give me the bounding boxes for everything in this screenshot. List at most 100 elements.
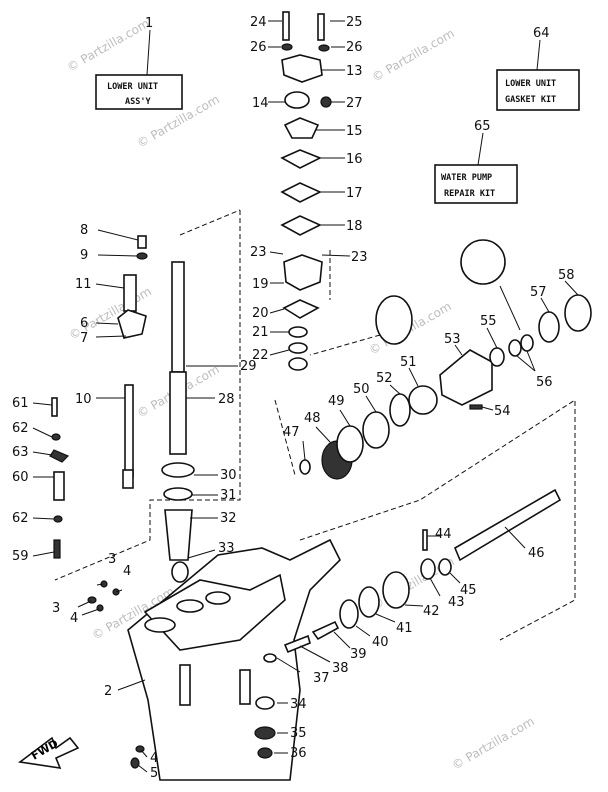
washer-26b bbox=[318, 44, 330, 52]
fwd-arrow-icon: FWD bbox=[17, 736, 80, 769]
callout-54: 54 bbox=[494, 404, 511, 419]
part-60 bbox=[53, 471, 65, 501]
callout-leaders bbox=[32, 20, 579, 773]
callout-56: 56 bbox=[536, 375, 553, 390]
pump-base-19 bbox=[283, 254, 323, 291]
water-pump-stack bbox=[280, 11, 332, 371]
shift-rod-10 bbox=[124, 384, 134, 478]
callout-26: 26 bbox=[346, 40, 363, 55]
watermark-text: © Partzilla.com bbox=[370, 26, 457, 84]
callout-9: 9 bbox=[80, 248, 88, 263]
callout-45: 45 bbox=[460, 583, 477, 598]
box-line-2: GASKET KIT bbox=[505, 95, 556, 105]
drain-plugs bbox=[254, 696, 276, 759]
gasket-kit-box: 64 LOWER UNIT GASKET KIT bbox=[496, 26, 580, 111]
left-parts-column bbox=[49, 397, 70, 559]
box-line-2: ASS'Y bbox=[125, 97, 151, 107]
lower-casing-2 bbox=[127, 538, 341, 781]
oring-62a bbox=[51, 433, 61, 441]
callout-10: 10 bbox=[75, 392, 92, 407]
callout-53: 53 bbox=[444, 332, 461, 347]
callout-58: 58 bbox=[558, 268, 575, 283]
part-63 bbox=[49, 449, 70, 463]
bolt-59 bbox=[53, 539, 61, 559]
callout-29: 29 bbox=[240, 359, 257, 374]
callout-60: 60 bbox=[12, 470, 29, 485]
callout-46: 46 bbox=[528, 546, 545, 561]
shim-52 bbox=[389, 393, 411, 427]
callout-11: 11 bbox=[75, 277, 92, 292]
callout-22: 22 bbox=[252, 348, 269, 363]
callout-34: 34 bbox=[290, 697, 307, 712]
key-27 bbox=[320, 96, 332, 108]
reverse-gear-42 bbox=[382, 571, 410, 609]
callout-47: 47 bbox=[283, 425, 300, 440]
callout-39: 39 bbox=[350, 647, 367, 662]
callout-65: 65 bbox=[474, 119, 491, 134]
oring-62b bbox=[53, 515, 63, 523]
bearing-58 bbox=[564, 294, 592, 332]
callout-3: 3 bbox=[108, 552, 116, 567]
washer-9 bbox=[136, 252, 148, 260]
callout-37: 37 bbox=[313, 671, 330, 686]
callout-26: 26 bbox=[250, 40, 267, 55]
box-line-2: REPAIR KIT bbox=[444, 189, 495, 199]
oring-21 bbox=[288, 326, 308, 338]
bearing-30 bbox=[161, 462, 195, 478]
forward-gear-group bbox=[299, 239, 592, 480]
callout-48: 48 bbox=[304, 411, 321, 426]
drive-shaft-28 bbox=[171, 261, 185, 373]
callout-27: 27 bbox=[346, 96, 363, 111]
bolt-54 bbox=[469, 404, 483, 410]
callout-7: 7 bbox=[80, 331, 88, 346]
callout-61: 61 bbox=[12, 396, 29, 411]
bearing-51 bbox=[408, 385, 438, 415]
callout-3: 3 bbox=[52, 601, 60, 616]
callout-1: 1 bbox=[145, 16, 153, 31]
bearing-33 bbox=[171, 561, 189, 583]
callout-4: 4 bbox=[150, 751, 158, 766]
callout-18: 18 bbox=[346, 219, 363, 234]
callout-4: 4 bbox=[123, 564, 131, 579]
callout-63: 63 bbox=[12, 445, 29, 460]
bearing-50 bbox=[362, 411, 390, 449]
callout-16: 16 bbox=[346, 152, 363, 167]
watermark-text: © Partzilla.com bbox=[65, 16, 152, 74]
callout-64: 64 bbox=[533, 26, 550, 41]
pin-38 bbox=[283, 634, 311, 654]
callout-30: 30 bbox=[220, 468, 237, 483]
pin-44 bbox=[422, 529, 428, 551]
callout-44: 44 bbox=[435, 527, 452, 542]
callout-6: 6 bbox=[80, 316, 88, 331]
callout-42: 42 bbox=[423, 604, 440, 619]
oring-56a bbox=[508, 339, 522, 357]
shim-31 bbox=[163, 487, 193, 501]
insert-cartridge-14 bbox=[284, 91, 310, 109]
callout-20: 20 bbox=[252, 306, 269, 321]
callout-62: 62 bbox=[12, 511, 29, 526]
bolt-8 bbox=[137, 235, 147, 249]
callout-52: 52 bbox=[376, 371, 393, 386]
callout-41: 41 bbox=[396, 621, 413, 636]
callout-4: 4 bbox=[70, 611, 78, 626]
gasket-20 bbox=[282, 299, 320, 319]
drive-shaft bbox=[161, 261, 195, 583]
seal-22b bbox=[288, 357, 308, 371]
callout-55: 55 bbox=[480, 314, 497, 329]
callout-21: 21 bbox=[252, 325, 269, 340]
callout-23: 23 bbox=[351, 250, 368, 265]
callout-51: 51 bbox=[400, 355, 417, 370]
seal-22a bbox=[288, 342, 308, 354]
callout-40: 40 bbox=[372, 635, 389, 650]
bearing-41 bbox=[358, 586, 380, 618]
plate-17 bbox=[280, 182, 322, 203]
gasket-16 bbox=[280, 149, 322, 169]
callout-62: 62 bbox=[12, 421, 29, 436]
clutch-45 bbox=[438, 558, 452, 576]
bolt-24 bbox=[282, 11, 290, 41]
callout-19: 19 bbox=[252, 277, 269, 292]
callout-5: 5 bbox=[150, 766, 158, 781]
callout-28: 28 bbox=[218, 392, 235, 407]
drive-shaft-lower bbox=[169, 371, 187, 455]
